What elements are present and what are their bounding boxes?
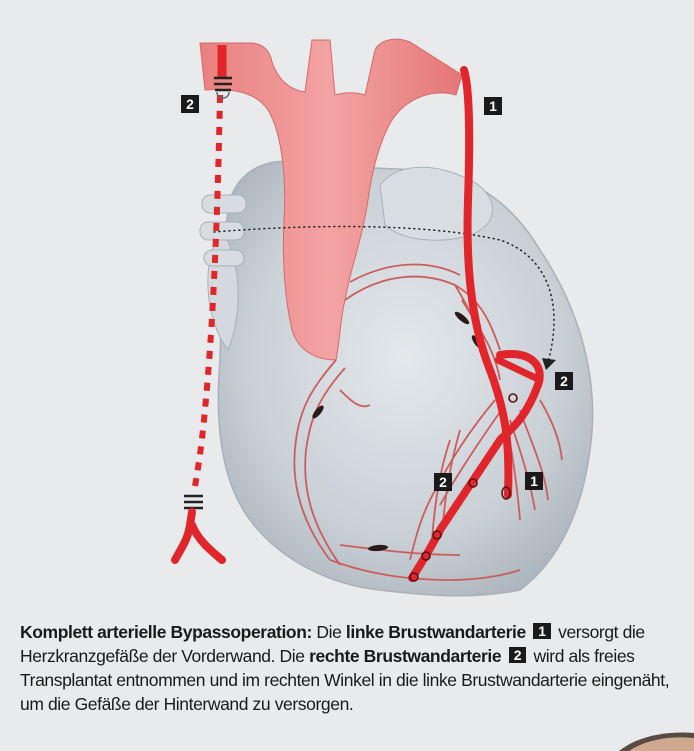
svg-text:2: 2 [560,373,568,389]
photo-corner-fragment [599,731,694,751]
clip-bottom-icon [184,496,203,508]
svg-text:2: 2 [439,474,447,490]
badge-2-right: 2 [555,372,573,390]
harvest-bottom-branch [175,512,222,560]
badge-1-top: 1 [484,97,502,115]
caption-left-artery: linke Brustwandarterie [346,622,526,642]
svg-text:2: 2 [186,96,194,112]
figure-caption: Komplett arterielle Bypassoperation: Die… [20,620,680,716]
caption-text-1: Die [312,622,346,642]
caption-badge-2: 2 [509,647,526,663]
badge-1-mid: 1 [525,472,543,490]
pulmonary-trunk [380,167,493,240]
badge-2-top: 2 [181,95,199,113]
caption-right-artery: rechte Brustwandarterie [309,646,501,666]
svg-text:1: 1 [489,98,497,114]
harvest-dashed-artery [194,95,220,492]
caption-title: Komplett arterielle Bypassoperation: [20,622,312,642]
badge-2-mid: 2 [434,473,452,491]
svg-text:1: 1 [530,473,538,489]
caption-badge-1: 1 [533,623,550,639]
heart-bypass-illustration: 2 1 2 2 1 [0,0,694,600]
